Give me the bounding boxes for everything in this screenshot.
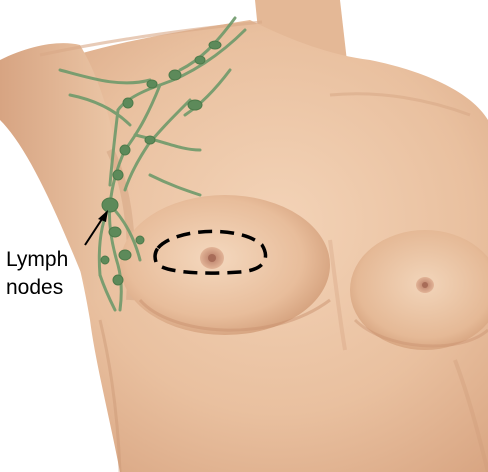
left-breast [120,195,330,335]
highlighted-lymph-node [102,198,118,212]
label-line-1: Lymph [6,246,68,274]
label-line-2: nodes [6,274,68,302]
lymph-nodes-label: Lymph nodes [6,246,68,302]
